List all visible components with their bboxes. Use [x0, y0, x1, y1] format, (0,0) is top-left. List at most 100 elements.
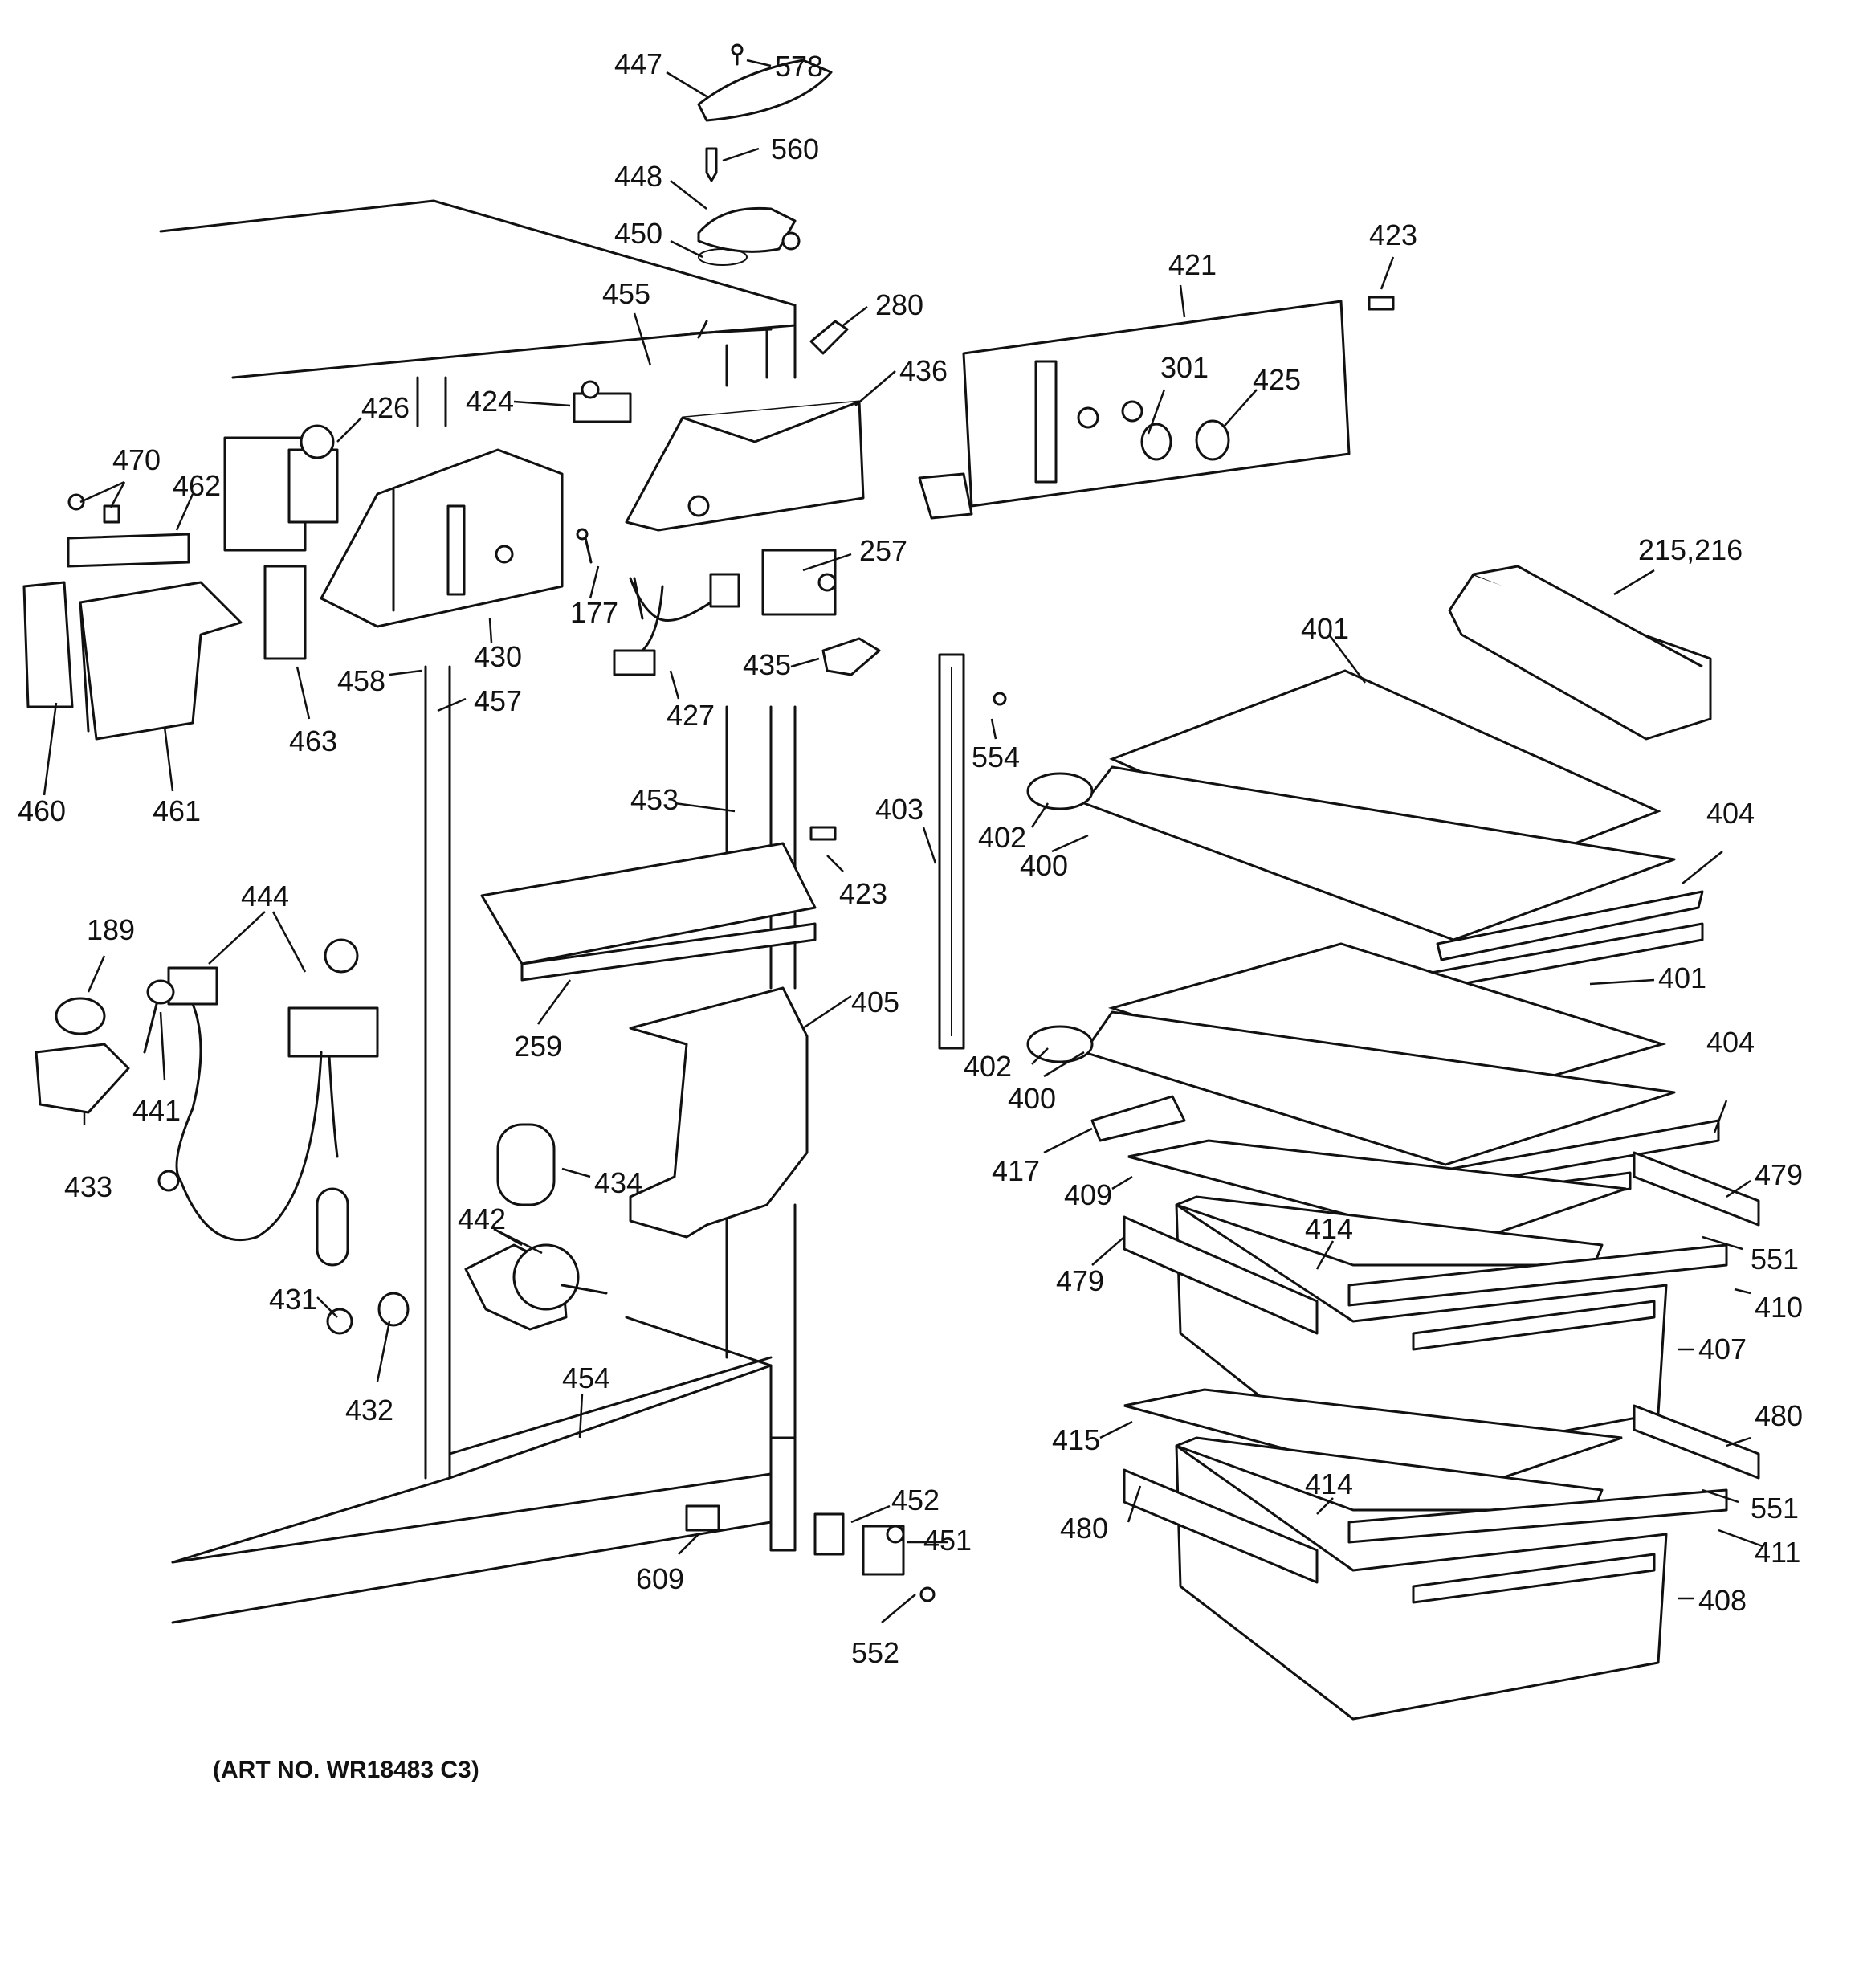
part-259-cover [480, 842, 817, 982]
label-402-upper: 402 [978, 821, 1026, 854]
label-424: 424 [466, 385, 514, 418]
part-462-bracket [67, 533, 190, 568]
label-447: 447 [614, 47, 662, 80]
label-461: 461 [153, 794, 201, 827]
label-455: 455 [602, 277, 650, 310]
label-421: 421 [1168, 248, 1217, 281]
label-402-lower: 402 [964, 1050, 1012, 1083]
part-448-hinge [697, 206, 801, 253]
label-257: 257 [859, 534, 907, 567]
label-554: 554 [972, 741, 1020, 774]
label-578: 578 [775, 50, 823, 83]
label-431: 431 [269, 1283, 317, 1316]
label-430: 430 [474, 640, 522, 673]
label-444: 444 [241, 880, 289, 912]
label-451: 451 [923, 1524, 972, 1557]
part-451-hinge [862, 1525, 905, 1576]
leader-lines [43, 59, 1763, 1623]
label-434: 434 [594, 1166, 642, 1199]
crisper-upper [1123, 1139, 1760, 1472]
label-417: 417 [992, 1154, 1040, 1187]
label-423-mid: 423 [839, 877, 887, 910]
part-280-clip [809, 320, 849, 355]
label-609: 609 [636, 1562, 684, 1595]
label-405: 405 [851, 986, 899, 1018]
label-407: 407 [1698, 1333, 1747, 1365]
label-435: 435 [743, 648, 791, 681]
label-414-lower: 414 [1305, 1468, 1353, 1500]
label-259: 259 [514, 1030, 562, 1063]
part-421-control-panel [918, 300, 1351, 520]
callout-labels: 447 578 560 448 450 455 280 436 424 426 … [18, 47, 1803, 1669]
label-409: 409 [1064, 1178, 1112, 1211]
label-460: 460 [18, 794, 66, 827]
label-453: 453 [630, 783, 679, 816]
part-433-bracket [35, 1043, 130, 1114]
label-427: 427 [667, 699, 715, 732]
part-434-grille [316, 1123, 556, 1267]
label-470: 470 [112, 443, 161, 476]
label-552: 552 [851, 1636, 899, 1669]
label-551-upper: 551 [1751, 1243, 1799, 1276]
part-436-control-box [625, 400, 865, 532]
part-215-216-pan [1448, 565, 1712, 741]
label-551-lower: 551 [1751, 1492, 1799, 1525]
label-426: 426 [361, 391, 410, 424]
shelf-upper [1026, 669, 1704, 994]
label-404-lower: 404 [1706, 1026, 1755, 1059]
part-427-wire-harness [613, 573, 740, 676]
part-444-tubing [157, 938, 379, 1242]
label-403: 403 [875, 793, 923, 826]
label-415: 415 [1052, 1423, 1100, 1456]
label-215-216: 215,216 [1638, 533, 1743, 566]
part-460-housing [22, 581, 74, 708]
part-423-screw-top [1368, 296, 1395, 311]
part-552-screw [919, 1586, 936, 1602]
label-400-upper: 400 [1020, 849, 1068, 882]
part-442-fan-motor [464, 1243, 608, 1331]
label-463: 463 [289, 725, 337, 757]
label-458: 458 [337, 664, 385, 697]
label-404-upper: 404 [1706, 797, 1755, 830]
label-462: 462 [173, 469, 221, 502]
part-403-rail [938, 653, 965, 1050]
part-430-housing [320, 448, 564, 628]
label-400-lower: 400 [1008, 1082, 1056, 1115]
label-479-right: 479 [1755, 1158, 1803, 1191]
part-177-screw [576, 528, 593, 564]
label-301: 301 [1160, 351, 1209, 384]
part-424-switch [573, 380, 632, 423]
label-410: 410 [1755, 1291, 1803, 1324]
part-450-gasket [698, 248, 748, 266]
part-578-screw [731, 43, 744, 66]
label-432: 432 [345, 1394, 393, 1427]
part-417-bracket [1090, 1095, 1186, 1142]
label-425: 425 [1253, 363, 1301, 396]
label-401-lower: 401 [1658, 961, 1706, 994]
part-470-screw [67, 493, 120, 524]
part-257-relay [761, 549, 837, 616]
label-448: 448 [614, 160, 662, 193]
label-452: 452 [891, 1484, 940, 1517]
label-479-left: 479 [1056, 1264, 1104, 1297]
label-408: 408 [1698, 1584, 1747, 1617]
label-189: 189 [87, 913, 135, 946]
label-436: 436 [899, 354, 948, 387]
label-457: 457 [474, 684, 522, 717]
part-461-housing [79, 581, 243, 741]
label-280: 280 [875, 288, 923, 321]
label-442: 442 [458, 1202, 506, 1235]
part-560-screw [705, 147, 718, 182]
part-441-sensor [143, 979, 175, 1054]
crisper-lower [1123, 1388, 1760, 1721]
part-452-plate [813, 1512, 845, 1556]
part-609-switch [685, 1504, 720, 1532]
label-411: 411 [1755, 1536, 1800, 1569]
part-435-clip [821, 637, 881, 676]
label-423-top: 423 [1369, 218, 1417, 251]
part-554-screw [993, 692, 1007, 706]
part-432-grommet [377, 1292, 410, 1327]
part-426-thermostat [223, 424, 339, 552]
art-number: (ART NO. WR18483 C3) [213, 1757, 479, 1783]
